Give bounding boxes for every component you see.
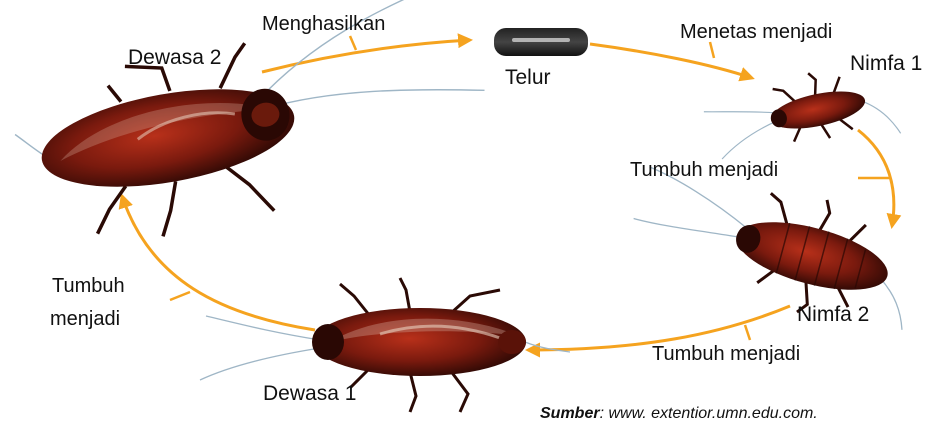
label-hatches-into: Menetas menjadi <box>680 21 832 43</box>
label-grows-into-adult1: Tumbuh menjadi <box>652 343 800 365</box>
label-grows-into-adult2-line1: Tumbuh <box>52 275 125 297</box>
source-credit: Sumber: www. extentior.umn.edu.com. <box>540 405 818 422</box>
label-adult-1: Dewasa 1 <box>263 382 356 405</box>
label-produces: Menghasilkan <box>262 13 385 35</box>
label-grows-into-nymph2: Tumbuh menjadi <box>630 159 778 181</box>
label-nymph-1: Nimfa 1 <box>850 52 922 75</box>
label-adult-2: Dewasa 2 <box>128 46 221 69</box>
label-egg: Telur <box>505 66 551 89</box>
egg-capsule-image <box>494 28 588 56</box>
adult-2-image <box>2 0 500 259</box>
source-url: : www. extentior.umn.edu.com. <box>600 405 818 422</box>
label-nymph-2: Nimfa 2 <box>797 303 869 326</box>
source-prefix: Sumber <box>540 405 600 422</box>
adult-1-image <box>200 278 570 412</box>
label-grows-into-adult2-line2: menjadi <box>50 308 120 330</box>
arrow-adult1-to-adult2 <box>122 196 315 330</box>
arrow-egg-to-nymph1 <box>590 44 752 78</box>
